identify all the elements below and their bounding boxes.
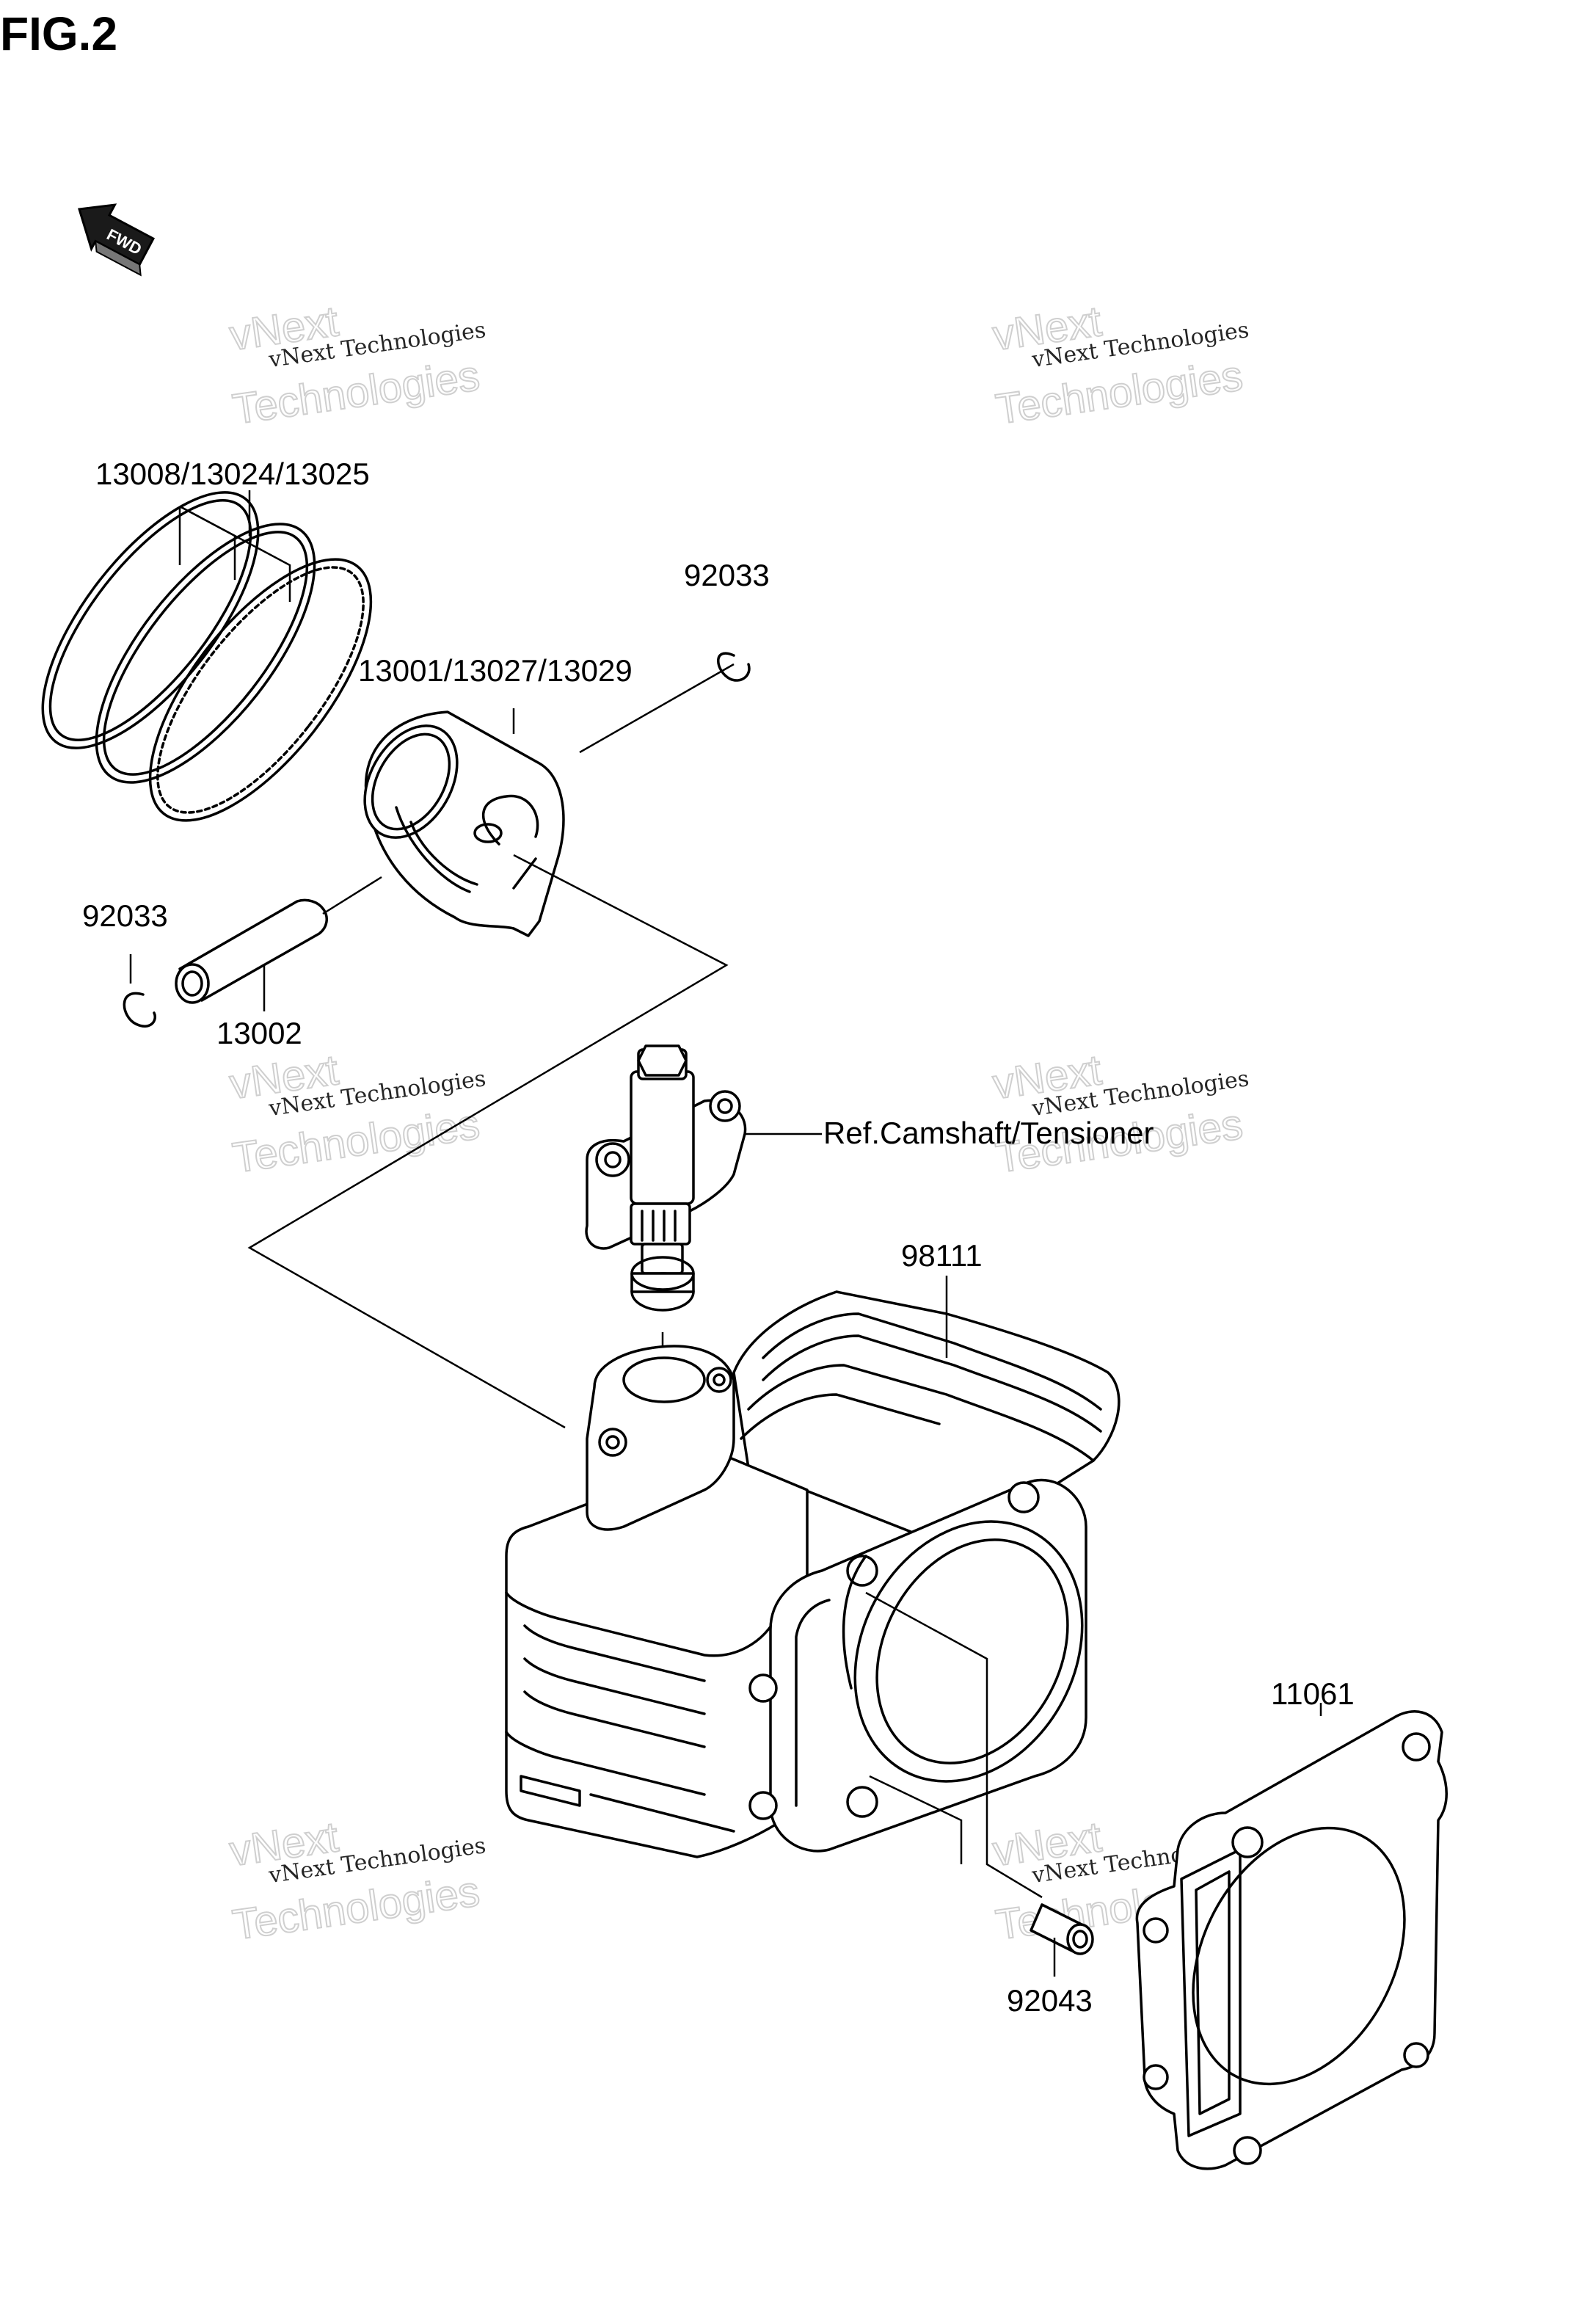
piston-rings	[41, 491, 373, 822]
piston-pin	[175, 898, 328, 1004]
circlip-left	[123, 992, 156, 1028]
label-pin: 13002	[216, 1016, 302, 1050]
camshaft-tensioner	[585, 1044, 747, 1312]
rings-leader	[178, 490, 291, 602]
label-rings: 13008/13024/13025	[95, 457, 370, 491]
svg-text:Technologies: Technologies	[230, 1100, 482, 1182]
dowel-to-cylinder-leader	[865, 1591, 1043, 1899]
label-clip-left: 92033	[82, 898, 168, 933]
svg-text:Technologies: Technologies	[230, 352, 482, 433]
piston	[363, 710, 565, 937]
label-dowel: 92043	[1007, 1983, 1093, 2018]
clip-right-leader	[579, 663, 735, 754]
figure-title: FIG.2	[0, 7, 117, 60]
label-clip-right: 92033	[684, 558, 770, 592]
cylinder-gasket	[1135, 1710, 1448, 2170]
svg-text:Technologies: Technologies	[230, 1867, 482, 1949]
label-piston: 13001/13027/13029	[358, 653, 633, 688]
label-tensioner: Ref.Camshaft/Tensioner	[823, 1116, 1154, 1150]
cylinder-block	[505, 1290, 1121, 1858]
piston-to-cylinder-leader	[247, 854, 729, 1429]
dowel-pin	[1030, 1903, 1094, 1955]
svg-text:Technologies: Technologies	[993, 352, 1245, 433]
dowel-to-cylinder-leader-2	[869, 1775, 963, 1864]
pin-to-piston-leader	[322, 876, 382, 915]
circlip-right	[717, 652, 751, 682]
label-cylinder: 98111	[901, 1238, 983, 1273]
forward-arrow-icon: FWD	[78, 203, 156, 277]
label-gasket: 11061	[1271, 1676, 1355, 1711]
